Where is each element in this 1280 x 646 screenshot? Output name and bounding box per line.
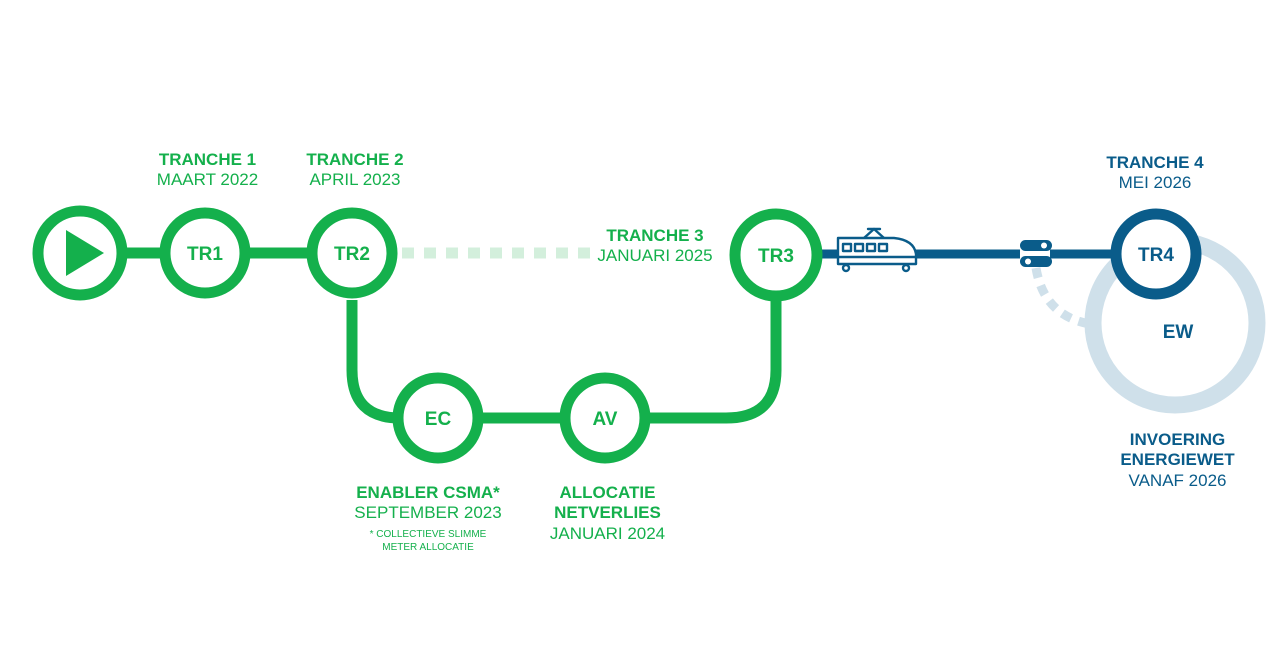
rail-switch-icon — [1020, 240, 1052, 267]
node-tr4-label: TR4 — [1138, 245, 1174, 266]
node-ec: EC — [392, 372, 484, 464]
energiewet-title-line2: ENERGIEWET — [1120, 450, 1235, 470]
tranche3-label: TRANCHE 3 JANUARI 2025 — [580, 226, 730, 267]
energiewet-title-line1: INVOERING — [1129, 430, 1226, 449]
node-ec-label: EC — [425, 409, 452, 430]
tranche1-date: MAART 2022 — [156, 170, 259, 190]
train-icon — [836, 227, 918, 273]
enabler-label: ENABLER CSMA* SEPTEMBER 2023 * COLLECTIE… — [338, 483, 518, 555]
ew-dotted-connector — [1031, 267, 1091, 329]
enabler-note-line1: * COLLECTIEVE SLIMME — [369, 528, 487, 540]
play-icon — [66, 230, 104, 276]
allocatie-title-line1: ALLOCATIE — [559, 483, 656, 502]
tranche4-label: TRANCHE 4 MEI 2026 — [1080, 153, 1230, 194]
allocatie-label: ALLOCATIE NETVERLIES JANUARI 2024 — [525, 483, 690, 544]
node-tr1: TR1 — [159, 207, 251, 299]
node-av: AV — [559, 372, 651, 464]
energiewet-date: VANAF 2026 — [1128, 470, 1227, 490]
tranche4-title: TRANCHE 4 — [1106, 153, 1204, 172]
node-tr3: TR3 — [729, 208, 823, 302]
node-ew-label: EW — [1163, 322, 1194, 343]
node-tr2-label: TR2 — [334, 244, 370, 265]
enabler-title: ENABLER CSMA* — [356, 483, 500, 502]
enabler-date: SEPTEMBER 2023 — [354, 503, 502, 523]
node-tr1-label: TR1 — [187, 244, 223, 265]
tranche1-label: TRANCHE 1 MAART 2022 — [130, 150, 285, 191]
tranche3-date: JANUARI 2025 — [597, 246, 713, 266]
tranche1-title: TRANCHE 1 — [158, 150, 257, 169]
node-tr3-label: TR3 — [758, 246, 794, 267]
node-tr2: TR2 — [306, 207, 398, 299]
tranche3-title: TRANCHE 3 — [606, 226, 704, 245]
tranche4-date: MEI 2026 — [1118, 173, 1192, 193]
allocatie-date: JANUARI 2024 — [549, 523, 666, 543]
tranche2-label: TRANCHE 2 APRIL 2023 — [280, 150, 430, 191]
tranche2-title: TRANCHE 2 — [306, 150, 404, 169]
start-node — [32, 205, 128, 301]
node-av-label: AV — [593, 409, 618, 430]
energiewet-label: INVOERING ENERGIEWET VANAF 2026 — [1100, 430, 1255, 491]
enabler-note-line2: METER ALLOCATIE — [382, 542, 474, 554]
tranche2-date: APRIL 2023 — [309, 170, 401, 190]
node-tr4: TR4 — [1110, 208, 1202, 300]
allocatie-title-line2: NETVERLIES — [554, 503, 661, 523]
